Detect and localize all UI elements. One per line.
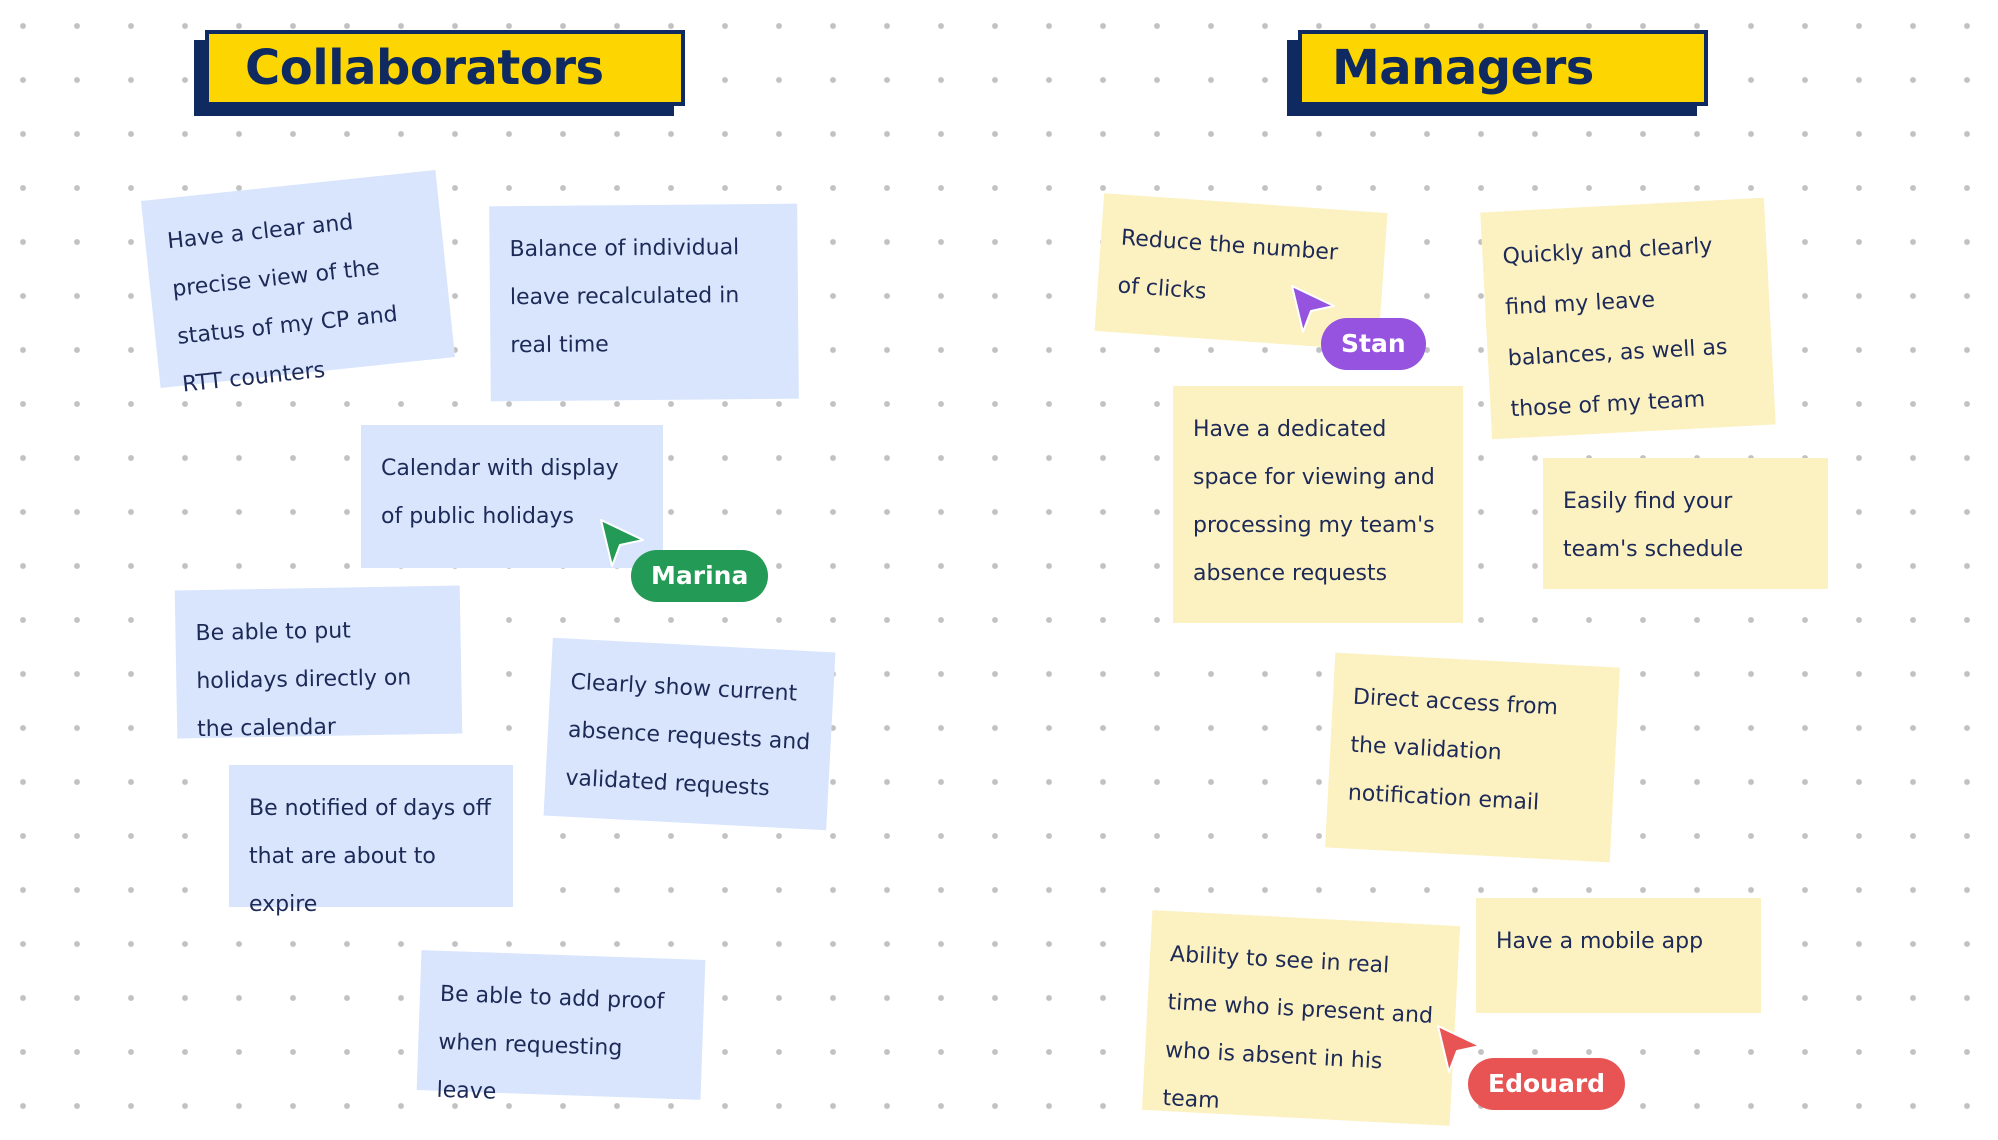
sticky-note-text: Direct access from the validation notifi… <box>1347 684 1559 816</box>
sticky-note[interactable]: Be able to add proof when requesting lea… <box>416 950 706 1105</box>
sticky-note-text: Have a mobile app <box>1496 929 1704 954</box>
sticky-note[interactable]: Have a mobile app <box>1476 898 1761 1013</box>
sticky-note[interactable]: Be able to put holidays directly on the … <box>174 585 463 743</box>
sticky-note-text: Have a clear and precise view of the sta… <box>166 209 399 398</box>
sticky-note-text: Calendar with display of public holidays <box>381 456 619 529</box>
sticky-note-text: Ability to see in real time who is prese… <box>1161 942 1434 1114</box>
sticky-note[interactable]: Quickly and clearly find my leave balanc… <box>1480 197 1776 440</box>
collaborators-header[interactable]: Collaborators <box>205 30 685 106</box>
sticky-note[interactable]: Clearly show current absence requests an… <box>543 637 836 831</box>
managers-header[interactable]: Managers <box>1298 30 1708 106</box>
sticky-note-text: Have a dedicated space for viewing and p… <box>1193 417 1435 586</box>
sticky-note[interactable]: Calendar with display of public holidays <box>361 425 663 568</box>
sticky-note[interactable]: Balance of individual leave recalculated… <box>489 203 799 402</box>
sticky-note[interactable]: Easily find your team's schedule <box>1543 458 1828 589</box>
pointer-arrow-icon <box>1291 285 1335 333</box>
collaborator-cursor-marina <box>598 518 648 568</box>
cursor-name: Stan <box>1341 329 1406 358</box>
collaborators-title: Collaborators <box>245 40 604 96</box>
sticky-note[interactable]: Have a dedicated space for viewing and p… <box>1173 386 1463 623</box>
sticky-note-text: Be notified of days off that are about t… <box>249 796 491 917</box>
cursor-name: Marina <box>651 561 749 590</box>
cursor-label-stan: Stan <box>1321 318 1426 370</box>
collaborator-cursor-edouard <box>1435 1024 1485 1074</box>
collaborator-cursor-stan <box>1289 284 1339 334</box>
cursor-label-marina: Marina <box>631 550 769 602</box>
pointer-arrow-icon <box>600 519 644 567</box>
cursor-label-edouard: Edouard <box>1468 1058 1626 1110</box>
sticky-note[interactable]: Ability to see in real time who is prese… <box>1141 910 1461 1126</box>
sticky-note-text: Quickly and clearly find my leave balanc… <box>1501 233 1729 423</box>
managers-title: Managers <box>1332 40 1594 96</box>
cursor-name: Edouard <box>1488 1069 1606 1098</box>
sticky-note-text: Easily find your team's schedule <box>1563 489 1744 562</box>
pointer-arrow-icon <box>1437 1025 1481 1073</box>
sticky-note[interactable]: Be notified of days off that are about t… <box>229 765 513 917</box>
sticky-note-text: Be able to put holidays directly on the … <box>195 618 412 743</box>
sticky-note-text: Be able to add proof when requesting lea… <box>436 981 665 1105</box>
sticky-note-text: Balance of individual leave recalculated… <box>509 235 740 359</box>
sticky-note-text: Clearly show current absence requests an… <box>564 669 811 802</box>
sticky-note[interactable]: Have a clear and precise view of the sta… <box>140 170 456 398</box>
sticky-note[interactable]: Direct access from the validation notifi… <box>1325 652 1620 863</box>
